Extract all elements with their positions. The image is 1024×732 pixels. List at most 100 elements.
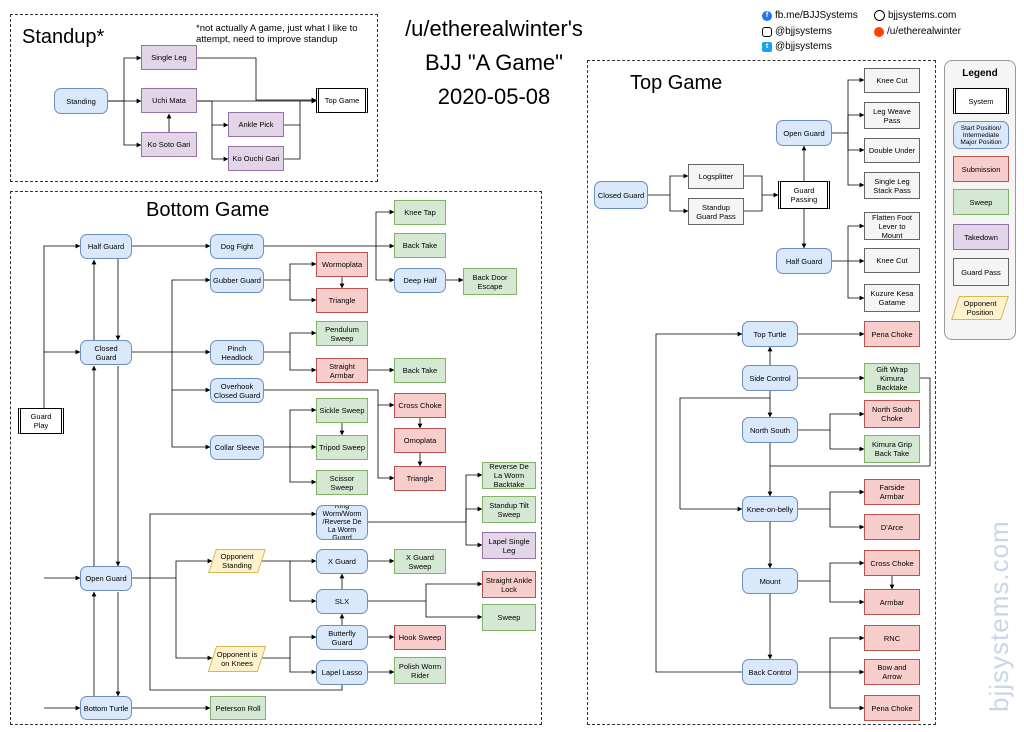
node-straight-armbar[interactable]: Straight Armbar: [316, 358, 368, 383]
connector-line-50: [262, 634, 317, 659]
connector-line-33: [264, 330, 317, 353]
node-north-south-choke[interactable]: North South Choke: [864, 400, 920, 428]
node-farside-armbar[interactable]: Farside Armbar: [864, 479, 920, 505]
node-back-control[interactable]: Back Control: [742, 659, 798, 685]
node-armbar[interactable]: Armbar: [864, 589, 920, 615]
instagram-link[interactable]: @bjjsystems: [762, 26, 832, 37]
node-guard-passing[interactable]: Guard Passing: [778, 181, 830, 209]
node-kimura-grip[interactable]: Kimura Grip Back Take: [864, 435, 920, 463]
node-triangle-1[interactable]: Triangle: [316, 288, 368, 313]
node-scissor-sweep[interactable]: Scissor Sweep: [316, 470, 368, 495]
node-cross-choke[interactable]: Cross Choke: [394, 393, 446, 418]
node-collar-sleeve[interactable]: Collar Sleeve: [210, 435, 264, 460]
connector-line-37: [264, 407, 317, 448]
connector-line-24: [375, 246, 395, 283]
node-bottom-turtle[interactable]: Bottom Turtle: [80, 696, 132, 720]
node-opponent-knees[interactable]: Opponent is on Knees: [207, 646, 267, 672]
node-half-guard-top[interactable]: Half Guard: [776, 248, 832, 274]
node-uchi-mata[interactable]: Uchi Mata: [141, 88, 197, 113]
node-knee-cut-2[interactable]: Knee Cut: [864, 248, 920, 273]
node-x-guard[interactable]: X Guard: [316, 549, 368, 574]
node-slx[interactable]: SLX: [316, 589, 368, 614]
node-closed-guard-top[interactable]: Closed Guard: [594, 181, 648, 209]
node-straight-ankle-lock[interactable]: Straight Ankle Lock: [482, 571, 536, 598]
connector-line-5: [197, 100, 229, 128]
node-triangle-2[interactable]: Triangle: [394, 466, 446, 491]
node-knee-tap[interactable]: Knee Tap: [394, 200, 446, 225]
node-open-guard[interactable]: Open Guard: [80, 566, 132, 591]
node-knee-on-belly[interactable]: Knee-on-belly: [742, 496, 798, 522]
node-lapel-single-leg[interactable]: Lapel Single Leg: [482, 532, 536, 559]
node-dog-fight[interactable]: Dog Fight: [210, 234, 264, 259]
node-gift-wrap[interactable]: Gift Wrap Kimura Backtake: [864, 363, 920, 393]
node-pendulum-sweep[interactable]: Pendulum Sweep: [316, 321, 368, 346]
node-single-leg-stack-pass[interactable]: Single Leg Stack Pass: [864, 172, 920, 199]
node-pena-choke-2[interactable]: Pena Choke: [864, 695, 920, 721]
node-reverse-dlw-backtake[interactable]: Reverse De La Worm Backtake: [482, 462, 536, 489]
node-pinch-headlock[interactable]: Pinch Headlock: [210, 340, 264, 365]
node-ko-soto-gari[interactable]: Ko Soto Gari: [141, 132, 197, 157]
connector-line-59: [465, 522, 483, 548]
node-back-take[interactable]: Back Take: [394, 233, 446, 258]
node-sweep-slx[interactable]: Sweep: [482, 604, 536, 631]
node-tripod-sweep[interactable]: Tripod Sweep: [316, 435, 368, 460]
node-north-south[interactable]: North South: [742, 417, 798, 443]
connector-line-3: [123, 101, 142, 148]
node-standup-tilt-sweep[interactable]: Standup Tilt Sweep: [482, 496, 536, 523]
node-polish-worm-rider[interactable]: Polish Worm Rider: [394, 657, 446, 684]
facebook-link[interactable]: f fb.me/BJJSystems: [762, 10, 858, 21]
node-ring-worm[interactable]: Ring Worm/Worm /Reverse De La Worm Guard: [316, 505, 368, 540]
node-half-guard[interactable]: Half Guard: [80, 234, 132, 259]
connector-line-94: [655, 331, 743, 673]
connector-line-9: [284, 101, 301, 126]
node-standing[interactable]: Standing: [54, 88, 108, 114]
node-butterfly-guard[interactable]: Butterfly Guard: [316, 625, 368, 650]
node-side-control[interactable]: Side Control: [742, 365, 798, 391]
node-back-take-2[interactable]: Back Take: [394, 358, 446, 383]
node-ko-ouchi-gari[interactable]: Ko Ouchi Gari: [228, 146, 284, 171]
node-deep-half[interactable]: Deep Half: [394, 268, 446, 293]
node-rnc[interactable]: RNC: [864, 625, 920, 651]
connector-line-44: [132, 511, 317, 579]
node-cross-choke-top[interactable]: Cross Choke: [864, 550, 920, 576]
node-hook-sweep[interactable]: Hook Sweep: [394, 625, 446, 650]
node-pena-choke-1[interactable]: Pena Choke: [864, 321, 920, 347]
node-single-leg[interactable]: Single Leg: [141, 45, 197, 70]
twitter-link[interactable]: t @bjjsystems: [762, 41, 832, 52]
website-link[interactable]: bjjsystems.com: [874, 10, 956, 21]
legend-system: System: [953, 88, 1009, 114]
connector-line-91: [798, 635, 865, 673]
connector-line-93: [829, 672, 865, 711]
reddit-link[interactable]: /u/etherealwinter: [874, 26, 961, 37]
node-kuzure-kesa-gatame[interactable]: Kuzure Kesa Gatame: [864, 284, 920, 312]
node-ankle-pick[interactable]: Ankle Pick: [228, 112, 284, 137]
node-closed-guard[interactable]: Closed Guard: [80, 340, 132, 365]
node-back-door-escape[interactable]: Back Door Escape: [463, 268, 517, 295]
node-standup-guard-pass[interactable]: Standup Guard Pass: [688, 198, 744, 225]
node-flatten-foot[interactable]: Flatten Foot Lever to Mount: [864, 212, 920, 240]
node-overhook-closed-guard[interactable]: Overhook Closed Guard: [210, 378, 264, 403]
node-open-guard-top[interactable]: Open Guard: [776, 120, 832, 146]
node-wormoplata[interactable]: Wormoplata: [316, 252, 368, 277]
node-lapel-lasso[interactable]: Lapel Lasso: [316, 660, 368, 685]
node-mount[interactable]: Mount: [742, 568, 798, 594]
node-x-guard-sweep[interactable]: X Guard Sweep: [394, 549, 446, 574]
facebook-handle: fb.me/BJJSystems: [775, 10, 858, 21]
node-top-turtle[interactable]: Top Turtle: [742, 321, 798, 347]
node-omoplata[interactable]: Omoplata: [394, 428, 446, 453]
legend-position: Start Position/ Intermediate Major Posit…: [953, 121, 1009, 149]
node-guard-play[interactable]: Guard Play: [18, 408, 64, 434]
connector-line-10: [284, 125, 301, 160]
node-knee-cut-1[interactable]: Knee Cut: [864, 68, 920, 93]
node-leg-weave-pass[interactable]: Leg Weave Pass: [864, 102, 920, 129]
legend-title: Legend: [962, 68, 998, 79]
node-logsplitter[interactable]: Logsplitter: [688, 164, 744, 189]
node-sickle-sweep[interactable]: Sickle Sweep: [316, 398, 368, 423]
node-opponent-standing[interactable]: Opponent Standing: [208, 549, 266, 573]
node-bow-and-arrow[interactable]: Bow and Arrow: [864, 659, 920, 685]
node-gubber-guard[interactable]: Gubber Guard: [210, 268, 264, 293]
node-darce[interactable]: D'Arce: [864, 514, 920, 540]
node-top-game-system[interactable]: Top Game: [316, 88, 368, 113]
node-double-under[interactable]: Double Under: [864, 138, 920, 163]
node-peterson-roll[interactable]: Peterson Roll: [210, 696, 266, 720]
